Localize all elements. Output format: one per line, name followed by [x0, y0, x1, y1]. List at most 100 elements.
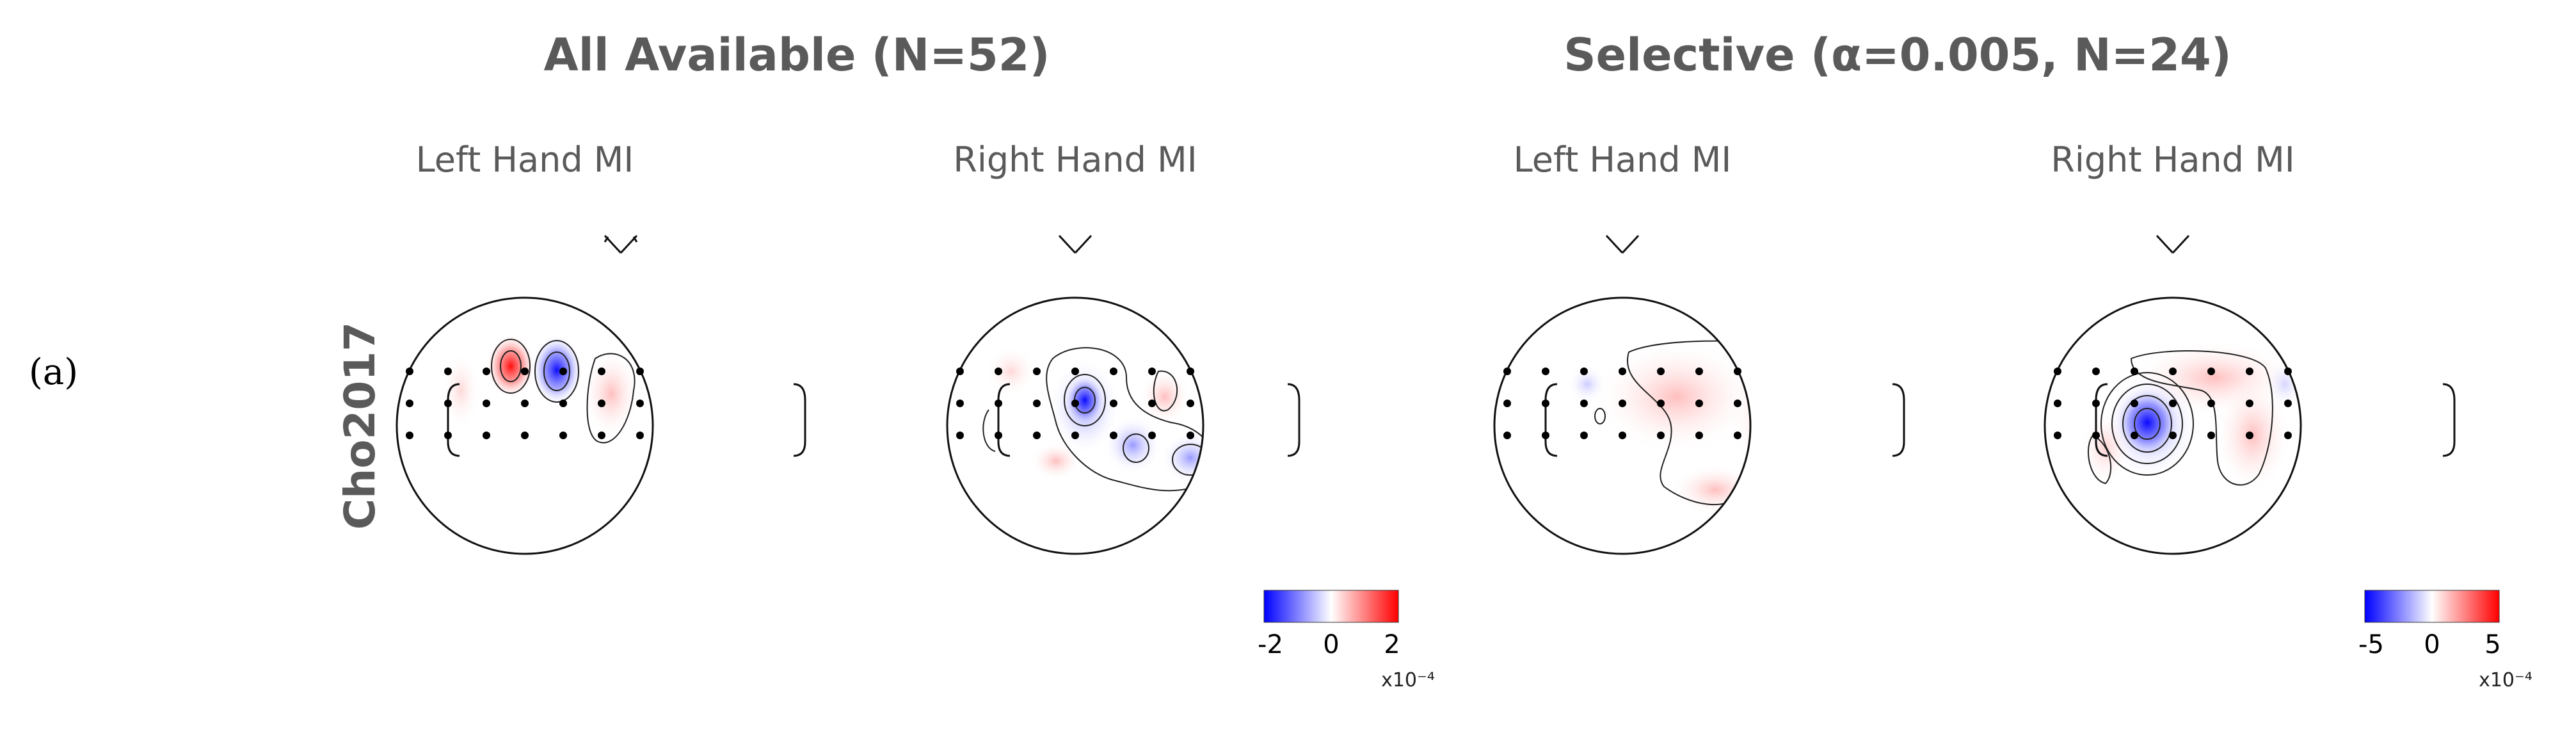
- electrode-dot: [1148, 432, 1156, 439]
- electrode-dot: [483, 368, 490, 375]
- electrode-dot: [559, 368, 567, 375]
- electrode-dot: [1110, 432, 1117, 439]
- electrode-dot: [2207, 432, 2215, 439]
- electrode-dot: [1071, 432, 1079, 439]
- electrode-dot: [1619, 400, 1626, 407]
- electrode-dot: [1695, 432, 1703, 439]
- electrode-dot: [2092, 368, 2100, 375]
- electrode-dot: [444, 400, 452, 407]
- electrode-dot: [2054, 400, 2061, 407]
- electrode-dot: [1657, 400, 1665, 407]
- electrode-dot: [598, 368, 605, 375]
- electrode-dot: [2284, 432, 2292, 439]
- electrode-dot: [2284, 368, 2292, 375]
- group-title-selective: Selective (α=0.005, N=24): [1564, 29, 2232, 81]
- map-subtitle: Right Hand MI: [953, 140, 1197, 180]
- electrode-dot: [995, 368, 1002, 375]
- electrode-dot: [1734, 432, 1741, 439]
- colorbar-exponent: x10⁻⁴: [2479, 669, 2532, 691]
- electrode-dot: [995, 432, 1002, 439]
- electrode-dot: [1695, 368, 1703, 375]
- electrode-dot: [521, 400, 529, 407]
- electrode-dot: [1657, 432, 1665, 439]
- topomap-selective-right: [2044, 234, 2456, 555]
- electrode-dot: [483, 432, 490, 439]
- topomap-all-right: [946, 234, 1300, 555]
- electrode-dot: [636, 368, 644, 375]
- electrode-dot: [2207, 368, 2215, 375]
- panel-label: (a): [29, 351, 78, 393]
- electrode-dot: [598, 400, 605, 407]
- electrode-dot: [2246, 368, 2253, 375]
- electrode-dot: [956, 400, 964, 407]
- electrode-dot: [2092, 400, 2100, 407]
- topomap-selective-left: [1493, 234, 1905, 555]
- electrode-dot: [406, 368, 413, 375]
- electrode-dot: [1503, 400, 1511, 407]
- electrode-dot: [2169, 368, 2177, 375]
- colorbar-mid: 0: [2424, 630, 2440, 659]
- colorbar-min: -5: [2358, 630, 2384, 659]
- electrode-dot: [1619, 368, 1626, 375]
- electrode-dot: [1580, 400, 1588, 407]
- electrode-dot: [1542, 368, 1549, 375]
- electrode-dot: [2246, 432, 2253, 439]
- electrode-dot: [1033, 400, 1041, 407]
- electrode-dot: [2246, 400, 2253, 407]
- electrode-dot: [1657, 368, 1665, 375]
- electrode-dot: [2169, 400, 2177, 407]
- electrode-dot: [2054, 368, 2061, 375]
- electrode-dot: [2207, 400, 2215, 407]
- electrode-dot: [444, 432, 452, 439]
- electrode-dot: [1734, 368, 1741, 375]
- colorbar-selective: -5 0 5 x10⁻⁴: [2358, 590, 2532, 691]
- electrode-dot: [956, 432, 964, 439]
- electrode-dot: [559, 432, 567, 439]
- electrode-dot: [1071, 400, 1079, 407]
- electrode-dot: [1187, 368, 1194, 375]
- group-title-all: All Available (N=52): [544, 29, 1050, 81]
- map-subtitle: Left Hand MI: [416, 140, 634, 180]
- electrode-dot: [1695, 400, 1703, 407]
- row-label: Cho2017: [335, 322, 385, 529]
- colorbar-min: -2: [1258, 630, 1283, 659]
- electrode-dot: [1110, 400, 1117, 407]
- electrode-dot: [2169, 432, 2177, 439]
- electrode-dot: [2054, 432, 2061, 439]
- electrode-dot: [1503, 368, 1511, 375]
- electrode-dot: [1071, 368, 1079, 375]
- electrode-dot: [956, 368, 964, 375]
- electrode-grid: [406, 368, 2292, 439]
- electrode-dot: [1542, 432, 1549, 439]
- electrode-dot: [1580, 432, 1588, 439]
- electrode-dot: [2284, 400, 2292, 407]
- map-subtitle: Left Hand MI: [1514, 140, 1732, 180]
- electrode-dot: [1619, 432, 1626, 439]
- colorbar-exponent: x10⁻⁴: [1381, 669, 1435, 691]
- topomap-all-left: [396, 234, 806, 555]
- electrode-dot: [995, 400, 1002, 407]
- electrode-dot: [406, 432, 413, 439]
- electrode-dot: [2131, 400, 2138, 407]
- electrode-dot: [1503, 432, 1511, 439]
- electrode-dot: [406, 400, 413, 407]
- electrode-dot: [483, 400, 490, 407]
- electrode-dot: [1110, 368, 1117, 375]
- electrode-dot: [1187, 432, 1194, 439]
- electrode-dot: [559, 400, 567, 407]
- electrode-dot: [1542, 400, 1549, 407]
- colorbar-max: 2: [1384, 630, 1400, 659]
- electrode-dot: [2131, 368, 2138, 375]
- colorbar-max: 5: [2484, 630, 2500, 659]
- electrode-dot: [1580, 368, 1588, 375]
- electrode-dot: [1148, 400, 1156, 407]
- electrode-dot: [444, 368, 452, 375]
- electrode-dot: [1734, 400, 1741, 407]
- electrode-dot: [598, 432, 605, 439]
- electrode-dot: [1033, 432, 1041, 439]
- electrode-dot: [636, 400, 644, 407]
- colorbar-all: -2 0 2 x10⁻⁴: [1258, 590, 1435, 691]
- electrode-dot: [2131, 432, 2138, 439]
- electrode-dot: [521, 432, 529, 439]
